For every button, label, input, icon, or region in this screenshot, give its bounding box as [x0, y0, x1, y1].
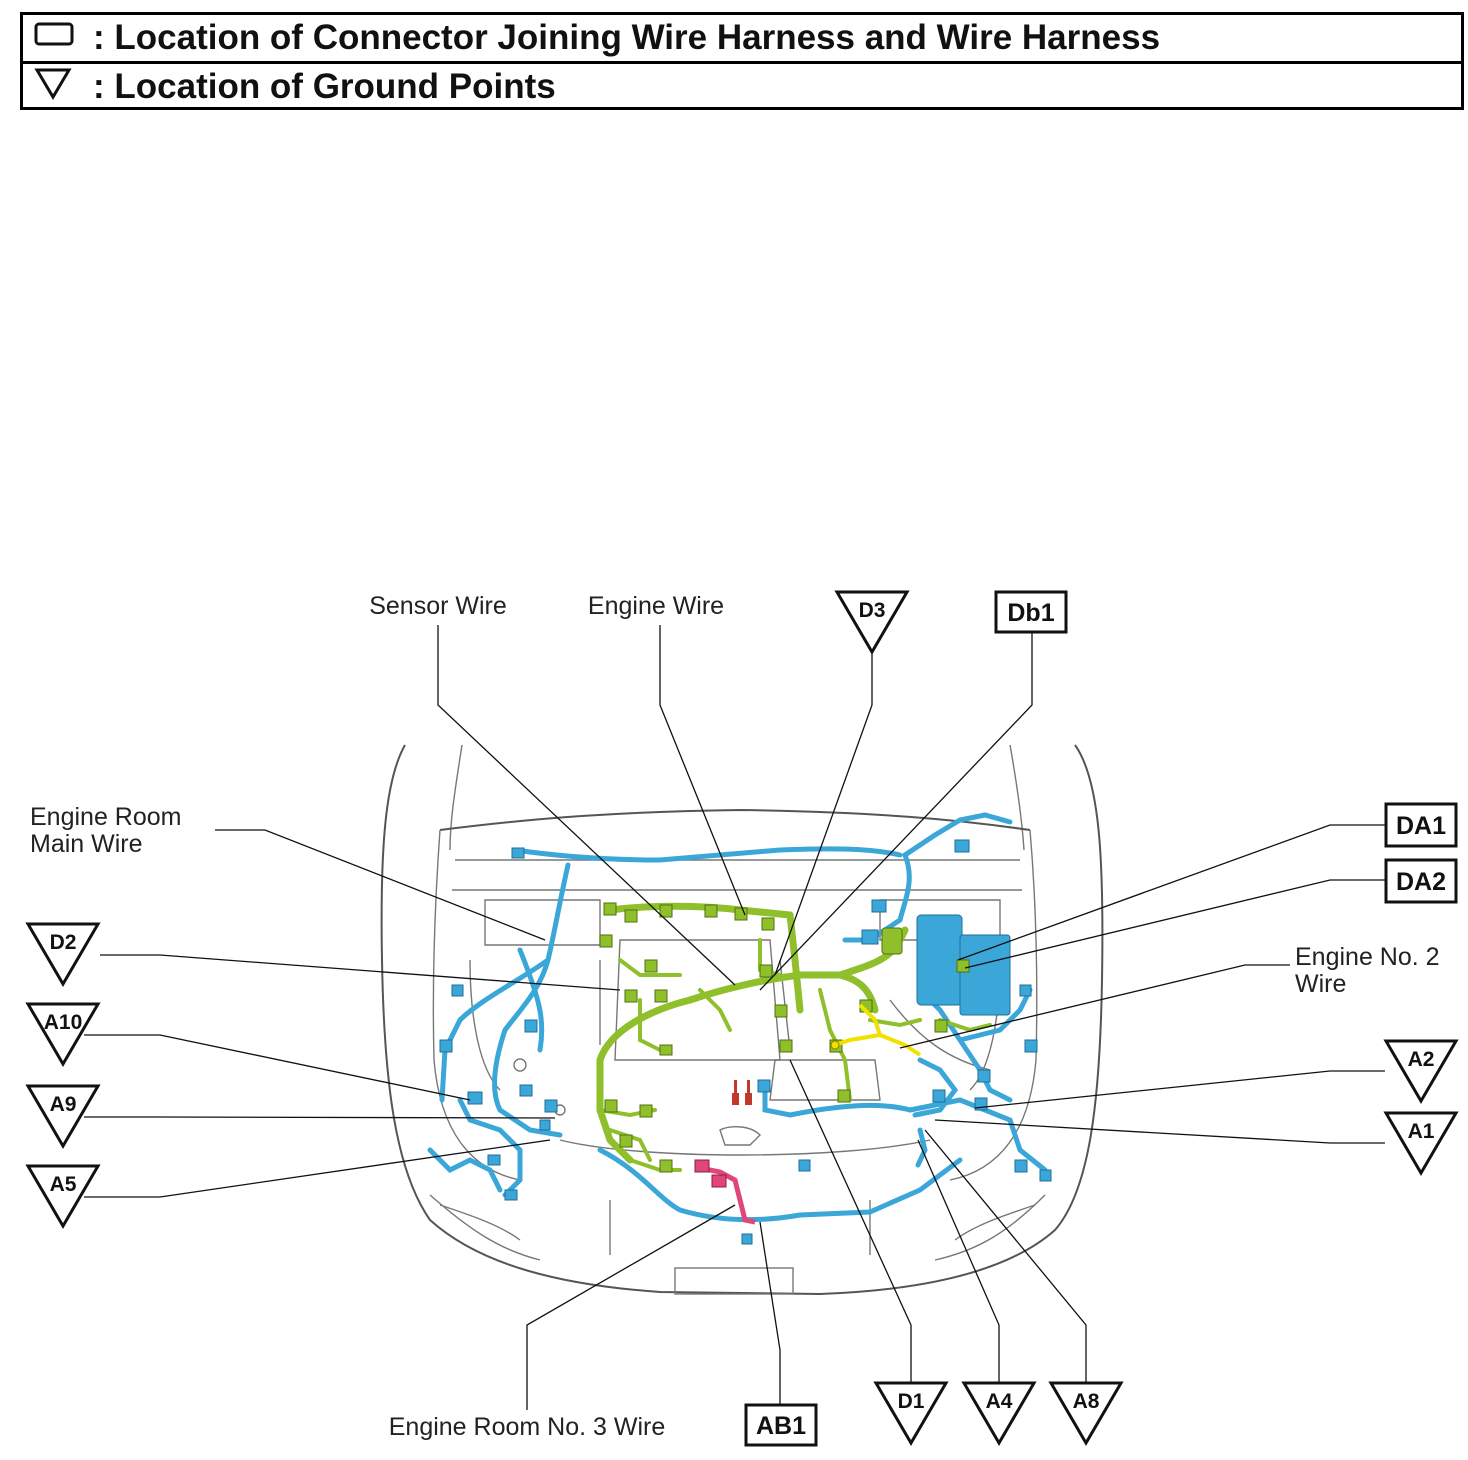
legend-box: : Location of Connector Joining Wire Har…: [20, 12, 1464, 110]
ground-d1: D1: [873, 1381, 949, 1446]
engine-room-main-wire-harness: [427, 812, 1052, 1245]
connector-box-icon: [33, 18, 93, 58]
engine-no2-wire-label-line1: Engine No. 2: [1295, 943, 1440, 971]
ground-d2-code: D2: [50, 931, 77, 954]
engine-room-no3-wire-label: Engine Room No. 3 Wire: [389, 1413, 666, 1441]
ground-d2: D2: [25, 922, 101, 987]
leader-lines: [84, 625, 1386, 1410]
connector-db1: Db1: [994, 590, 1068, 634]
ground-a8-code: A8: [1073, 1390, 1100, 1413]
engine-no2-wire-label-line2: Wire: [1295, 970, 1346, 998]
ground-triangle-icon: [33, 66, 93, 109]
connector-db1-code: Db1: [1007, 599, 1054, 627]
ground-a9: A9: [25, 1084, 101, 1149]
legend-connector-text: : Location of Connector Joining Wire Har…: [93, 18, 1161, 57]
connector-da1-code: DA1: [1396, 812, 1446, 840]
ground-a4: A4: [961, 1381, 1037, 1446]
ground-d1-code: D1: [898, 1390, 925, 1413]
ground-a1-code: A1: [1408, 1120, 1435, 1143]
ground-a10: A10: [25, 1002, 101, 1067]
engine-room-no3-wire-harness: [694, 1159, 756, 1225]
sensor-wire-label: Sensor Wire: [369, 592, 507, 620]
ground-a9-code: A9: [50, 1093, 77, 1116]
engine-room-main-wire-label-line2: Main Wire: [30, 830, 143, 858]
ground-d3-code: D3: [859, 599, 886, 622]
engine-room-main-wire-label-line1: Engine Room: [30, 803, 181, 831]
relay-block: [732, 1080, 752, 1105]
connector-ab1-code: AB1: [756, 1412, 806, 1440]
ground-a2-code: A2: [1408, 1048, 1435, 1071]
connector-ab1: AB1: [744, 1403, 818, 1447]
engine-no2-wire-harness: [830, 1003, 922, 1057]
connector-da2-code: DA2: [1396, 868, 1446, 896]
ground-a10-code: A10: [44, 1011, 83, 1034]
legend-row-connector: : Location of Connector Joining Wire Har…: [23, 15, 1461, 61]
connector-da2: DA2: [1384, 858, 1458, 904]
ground-a1: A1: [1383, 1111, 1459, 1176]
ground-a5-code: A5: [50, 1173, 77, 1196]
ground-a8: A8: [1048, 1381, 1124, 1446]
ground-a4-code: A4: [986, 1390, 1013, 1413]
connector-da1: DA1: [1384, 802, 1458, 848]
ground-d3: D3: [834, 590, 910, 655]
engine-wire-label: Engine Wire: [588, 592, 724, 620]
ground-a5: A5: [25, 1164, 101, 1229]
engine-wire-harness: [596, 902, 992, 1173]
legend-ground-text: : Location of Ground Points: [93, 67, 556, 106]
ground-a2: A2: [1383, 1039, 1459, 1104]
legend-row-ground: : Location of Ground Points: [23, 61, 1461, 110]
